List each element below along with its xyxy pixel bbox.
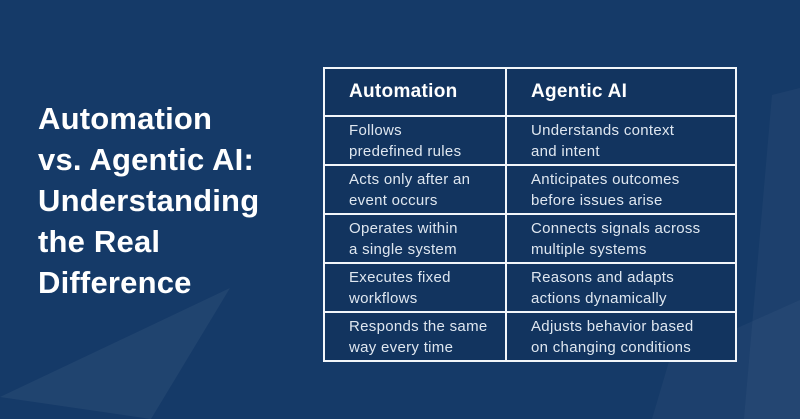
cell-agentic-5: Adjusts behavior based on changing condi… [505,311,737,362]
cell-automation-4: Executes fixed workflows [323,262,507,313]
title-line-4: the Real [38,224,161,259]
title-line-5: Difference [38,265,192,300]
table-row: Operates within a single system Connects… [323,213,737,264]
comparison-table-container: Automation Agentic AI Follows predefined… [323,67,737,362]
table-row: Executes fixed workflows Reasons and ada… [323,262,737,313]
cell-agentic-3: Connects signals across multiple systems [505,213,737,264]
page-title: Automation vs. Agentic AI: Understanding… [38,98,259,303]
title-line-2: vs. Agentic AI: [38,142,255,177]
table-row: Follows predefined rules Understands con… [323,115,737,166]
cell-automation-3: Operates within a single system [323,213,507,264]
table-header-row: Automation Agentic AI [323,67,737,117]
table-row: Responds the same way every time Adjusts… [323,311,737,362]
header-automation: Automation [323,67,507,117]
cell-agentic-4: Reasons and adapts actions dynamically [505,262,737,313]
cell-automation-5: Responds the same way every time [323,311,507,362]
table-row: Acts only after an event occurs Anticipa… [323,164,737,215]
comparison-table: Automation Agentic AI Follows predefined… [323,67,737,362]
header-agentic-ai: Agentic AI [505,67,737,117]
title-line-3: Understanding [38,183,260,218]
cell-automation-1: Follows predefined rules [323,115,507,166]
cell-agentic-1: Understands context and intent [505,115,737,166]
title-line-1: Automation [38,101,213,136]
cell-automation-2: Acts only after an event occurs [323,164,507,215]
cell-agentic-2: Anticipates outcomes before issues arise [505,164,737,215]
